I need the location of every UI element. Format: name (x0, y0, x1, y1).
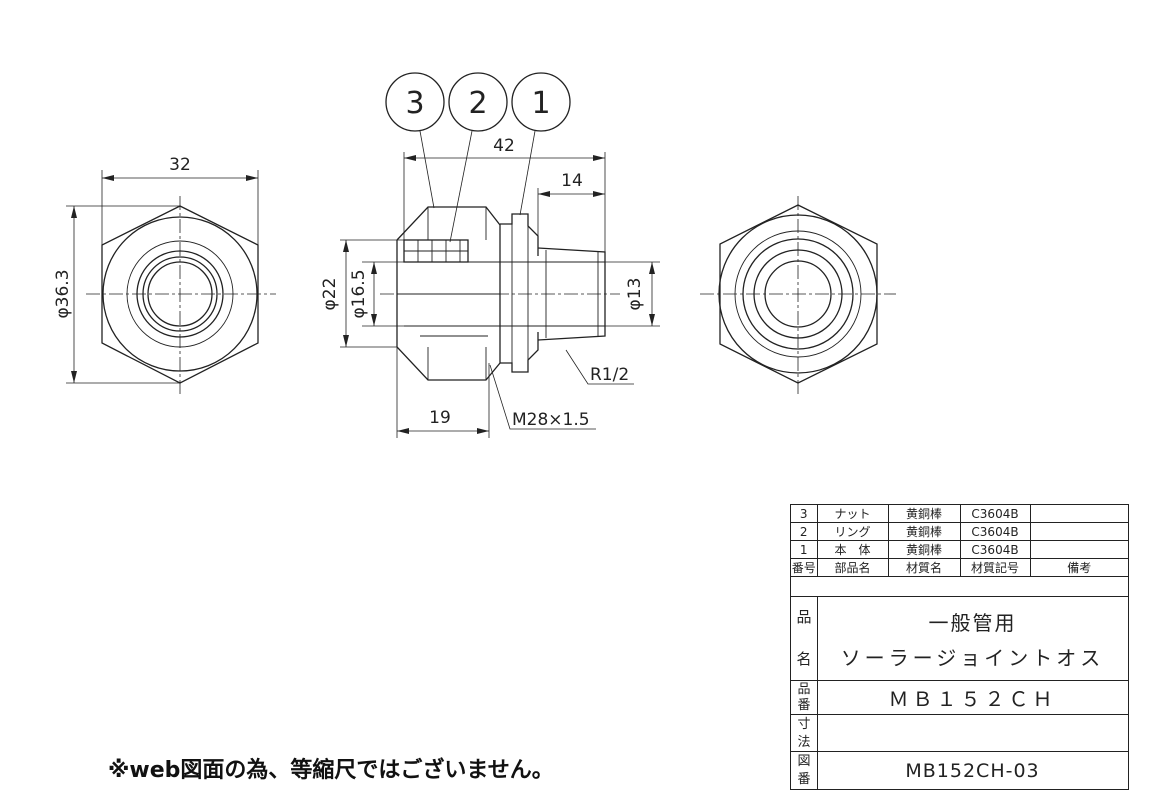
material-code: C3604B (959, 540, 1031, 559)
table-header: 番号 部品名 材質名 材質記号 備考 (791, 558, 1128, 577)
material-code: C3604B (959, 522, 1031, 541)
drawing-number-block: 図番 MB152CH-03 (791, 751, 1128, 789)
dimension-block: 寸法 (791, 714, 1128, 751)
table-row: 3 ナット 黄銅棒 C3604B (791, 505, 1128, 523)
balloon-2 (448, 72, 508, 132)
phi22-label: φ22 (320, 278, 340, 311)
length-19-label: 19 (429, 408, 451, 428)
m28-label: M28×1.5 (512, 410, 590, 430)
length-14-label: 14 (561, 171, 583, 191)
label-char: 図 (797, 753, 811, 769)
left-end-view: 32 φ36.3 (53, 155, 276, 394)
material-code: C3604B (959, 505, 1031, 523)
label-char: 品 (796, 608, 812, 627)
label-char: 番 (797, 698, 811, 714)
label-char: 寸 (797, 716, 811, 732)
r1-2-label: R1/2 (590, 365, 629, 385)
width-32-label: 32 (169, 155, 191, 175)
balloon-1 (511, 72, 571, 132)
material: 黄銅棒 (887, 505, 961, 523)
table-row: 1 本 体 黄銅棒 C3604B (791, 540, 1128, 559)
balloon-3 (385, 72, 445, 132)
balloon-2-label: 2 (468, 86, 487, 121)
product-number: ＭＢ１５２ＣＨ (888, 687, 1057, 711)
header-material-code: 材質記号 (959, 558, 1031, 577)
scale-note: ※web図面の為、等縮尺ではございません。 (108, 758, 554, 783)
material: 黄銅棒 (887, 540, 961, 559)
side-section-view: 3 2 1 42 14 φ22 φ16.5 (320, 72, 660, 438)
part-name: 本 体 (816, 540, 889, 559)
parts-table: 3 ナット 黄銅棒 C3604B 2 リング 黄銅棒 C3604B 1 本 体 … (791, 505, 1128, 577)
right-end-view (700, 196, 896, 396)
table-row: 2 リング 黄銅棒 C3604B (791, 522, 1128, 541)
product-number-block: 品番 ＭＢ１５２ＣＨ (791, 680, 1128, 714)
balloon-1-label: 1 (531, 86, 550, 121)
phi16-5-label: φ16.5 (349, 269, 369, 318)
height-36-3-label: φ36.3 (53, 269, 73, 318)
balloon-3-label: 3 (405, 86, 424, 121)
label-char: 法 (797, 734, 811, 750)
part-name: ナット (816, 505, 889, 523)
phi13-label: φ13 (625, 278, 645, 311)
material: 黄銅棒 (887, 522, 961, 541)
product-name-line2: ソーラージョイントオス (840, 645, 1105, 670)
part-name: リング (816, 522, 889, 541)
remarks (1029, 522, 1128, 541)
part-no: 1 (791, 540, 818, 559)
header-material: 材質名 (887, 558, 961, 577)
length-42-label: 42 (493, 136, 515, 156)
label-char: 品 (797, 681, 811, 697)
header-remarks: 備考 (1029, 558, 1128, 577)
title-block: 3 ナット 黄銅棒 C3604B 2 リング 黄銅棒 C3604B 1 本 体 … (790, 504, 1129, 790)
header-part-name: 部品名 (816, 558, 889, 577)
product-name-block: 品名 一般管用 ソーラージョイントオス (791, 596, 1128, 680)
remarks (1029, 540, 1128, 559)
drawing-number: MB152CH-03 (905, 759, 1040, 782)
remarks (1029, 505, 1128, 523)
part-no: 2 (791, 522, 818, 541)
product-name-line1: 一般管用 (928, 610, 1017, 635)
label-char: 番 (797, 772, 811, 788)
header-no: 番号 (791, 558, 818, 577)
part-no: 3 (791, 505, 818, 523)
label-char: 名 (796, 649, 812, 668)
